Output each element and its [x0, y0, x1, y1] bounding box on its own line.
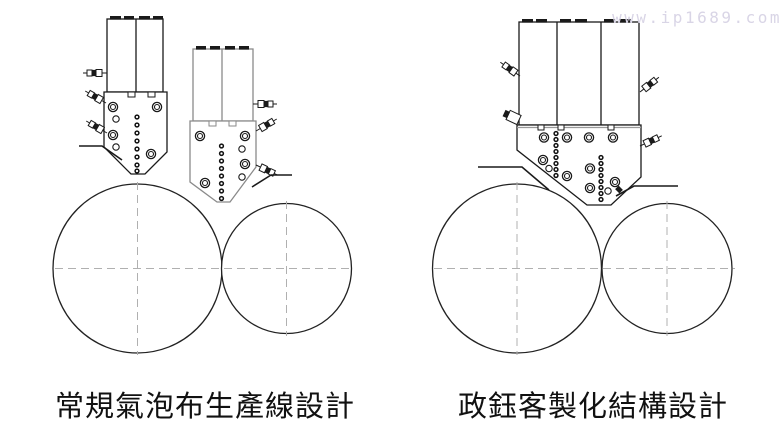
conventional-design	[52, 16, 353, 355]
caption-custom: 政鈺客製化結構設計	[457, 391, 728, 423]
centerlines-right	[434, 182, 735, 355]
centerlines-left	[55, 182, 352, 355]
side-fittings	[252, 100, 280, 179]
custom-design	[431, 19, 735, 355]
die-head-wide	[478, 19, 678, 206]
die-head-small	[189, 46, 292, 203]
scraper-arm-right	[615, 185, 678, 197]
caption-conventional: 常規氣泡布生產線設計	[55, 391, 356, 423]
side-fittings	[497, 58, 664, 194]
die-head-large	[79, 16, 168, 175]
scraper-arm	[79, 145, 123, 161]
scraper-arm	[251, 174, 292, 188]
die-body	[189, 48, 257, 203]
top-bolt-marks	[522, 19, 631, 23]
top-bolt-marks	[110, 16, 163, 20]
top-bolt-marks	[196, 46, 249, 50]
watermark: www.ip1689.com	[612, 8, 782, 27]
scraper-arm-left	[478, 166, 550, 191]
